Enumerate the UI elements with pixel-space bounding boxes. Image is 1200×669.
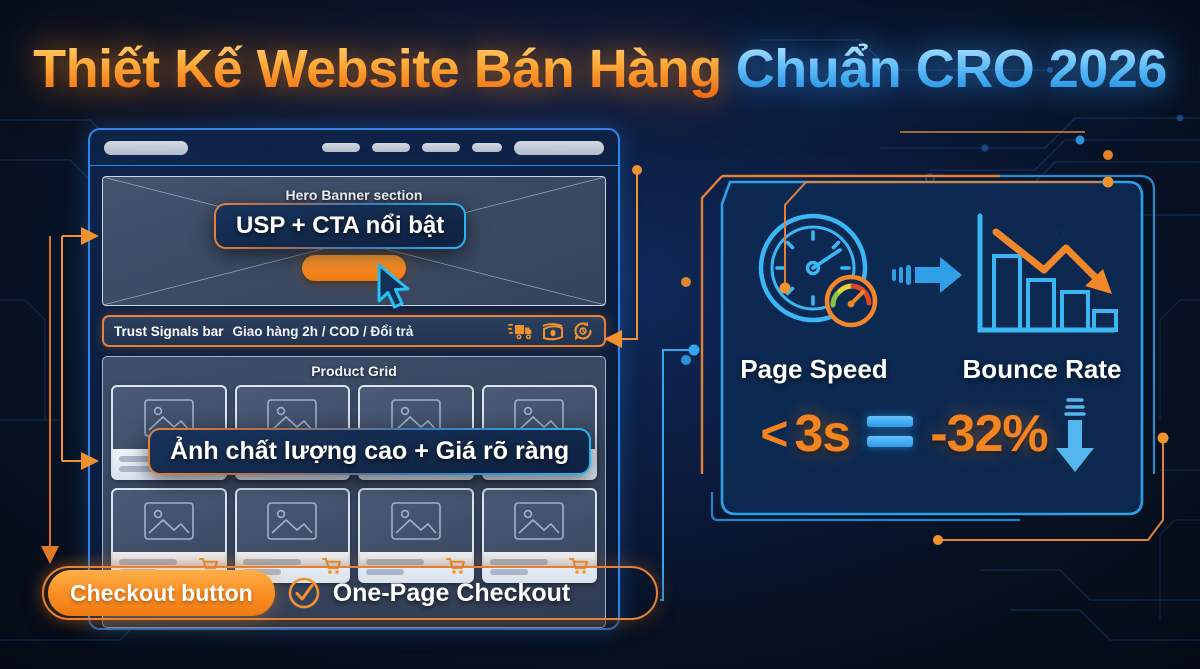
product-image-placeholder (483, 490, 595, 552)
callout-product-image-text: Ảnh chất lượng cao + Giá rõ ràng (150, 430, 590, 473)
metrics-panel: Page Speed Bounce Rate < 3s -32% (700, 174, 1156, 522)
cash-money-icon (542, 322, 563, 340)
trust-bar-text: Giao hàng 2h / COD / Đổi trả (232, 323, 414, 339)
declining-bar-chart-icon (977, 213, 1118, 333)
bounce-rate-label: Bounce Rate (962, 354, 1122, 384)
title-part-orange: Thiết Kế Website Bán Hàng (33, 39, 722, 99)
mouse-cursor-icon (377, 263, 410, 309)
image-placeholder-icon (514, 502, 565, 540)
page-speed-operator: < (760, 407, 789, 461)
product-text-lines (366, 559, 424, 575)
checkout-bar: Checkout button One-Page Checkout (42, 566, 658, 620)
sidebar-item-nav-3[interactable] (422, 143, 460, 152)
page-speed-value: 3s (794, 405, 851, 463)
product-image-placeholder (113, 490, 225, 552)
check-circle-icon (288, 577, 320, 609)
arrow-right-icon (892, 257, 962, 293)
image-placeholder-icon (390, 502, 441, 540)
metrics-panel-content: Page Speed Bounce Rate < 3s -32% (700, 174, 1156, 522)
image-placeholder-icon (143, 502, 194, 540)
down-arrow-icon (1055, 398, 1094, 472)
shopping-cart-icon[interactable] (322, 557, 342, 575)
clock-speedometer-icon (758, 213, 878, 328)
product-image-placeholder (360, 490, 472, 552)
delivery-truck-icon (508, 323, 532, 339)
shopping-cart-icon[interactable] (445, 557, 466, 575)
sidebar-item-nav-1[interactable] (322, 143, 360, 152)
callout-usp-text: USP + CTA nổi bật (216, 205, 465, 247)
trust-signals-bar: Trust Signals bar Giao hàng 2h / COD / Đ… (102, 315, 606, 347)
bounce-rate-value: -32% (930, 405, 1048, 463)
metrics-labels-row: Page Speed Bounce Rate (700, 354, 1156, 385)
hero-banner-label: Hero Banner section (285, 187, 423, 203)
callout-product-image: Ảnh chất lượng cao + Giá rõ ràng (148, 428, 592, 475)
callout-usp-cta: USP + CTA nổi bật (214, 203, 467, 249)
title-part-blue: Chuẩn CRO 2026 (735, 39, 1168, 99)
one-page-checkout-label: One-Page Checkout (332, 578, 571, 607)
sidebar-item-nav-2[interactable] (372, 143, 410, 152)
checkout-button[interactable]: Checkout button (48, 570, 275, 616)
product-text-lines (489, 559, 548, 575)
browser-nav-bar (90, 130, 618, 166)
nav-logo-placeholder[interactable] (104, 140, 188, 155)
trust-bar-icons (508, 321, 594, 341)
metrics-values-row: < 3s -32% (700, 396, 1156, 472)
product-image-placeholder (236, 490, 348, 552)
equals-sign-icon (866, 415, 914, 447)
shopping-cart-icon[interactable] (569, 557, 589, 575)
sidebar-item-nav-4[interactable] (472, 143, 502, 152)
product-grid-label: Product Grid (311, 363, 397, 379)
metrics-icons-row (700, 210, 1156, 338)
return-exchange-icon (574, 321, 592, 341)
image-placeholder-icon (267, 502, 318, 540)
trust-bar-title: Trust Signals bar (114, 323, 224, 339)
nav-cta-placeholder[interactable] (514, 140, 604, 155)
page-speed-label: Page Speed (740, 354, 888, 384)
